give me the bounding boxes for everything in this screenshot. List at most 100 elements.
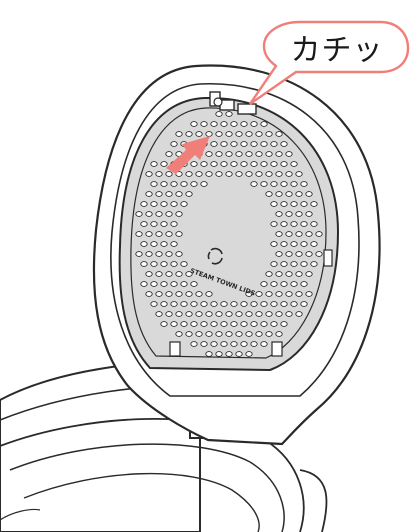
perforation-hole bbox=[296, 212, 302, 217]
perforation-hole bbox=[306, 252, 312, 257]
perforation-hole bbox=[161, 162, 167, 167]
perforation-hole bbox=[281, 142, 287, 147]
perforation-hole bbox=[261, 282, 267, 287]
perforation-hole bbox=[211, 142, 217, 147]
perforation-hole bbox=[156, 232, 162, 237]
perforation-hole bbox=[176, 192, 182, 197]
perforation-hole bbox=[171, 222, 177, 227]
perforation-hole bbox=[171, 242, 177, 247]
perforation-hole bbox=[276, 272, 282, 277]
perforation-hole bbox=[216, 152, 222, 157]
perforation-hole bbox=[226, 352, 232, 357]
perforation-hole bbox=[191, 162, 197, 167]
perforation-hole bbox=[276, 192, 282, 197]
perforation-hole bbox=[161, 242, 167, 247]
perforation-hole bbox=[251, 342, 257, 347]
perforation-hole bbox=[186, 132, 192, 137]
perforation-hole bbox=[251, 182, 257, 187]
perforation-hole bbox=[136, 212, 142, 217]
perforation-hole bbox=[286, 152, 292, 157]
perforation-hole bbox=[231, 142, 237, 147]
perforation-hole bbox=[271, 142, 277, 147]
perforation-hole bbox=[266, 312, 272, 317]
perforation-hole bbox=[296, 172, 302, 177]
perforation-hole bbox=[286, 312, 292, 317]
perforation-hole bbox=[281, 202, 287, 207]
perforation-hole bbox=[241, 322, 247, 327]
perforation-hole bbox=[181, 182, 187, 187]
perforation-hole bbox=[176, 312, 182, 317]
perforation-hole bbox=[156, 272, 162, 277]
perforation-hole bbox=[166, 272, 172, 277]
perforation-hole bbox=[261, 182, 267, 187]
perforation-hole bbox=[186, 192, 192, 197]
perforation-hole bbox=[301, 222, 307, 227]
perforation-hole bbox=[241, 342, 247, 347]
perforation-hole bbox=[186, 292, 192, 297]
perforation-hole bbox=[261, 322, 267, 327]
callout-text: カチッ bbox=[282, 22, 392, 72]
perforation-hole bbox=[146, 292, 152, 297]
perforation-hole bbox=[291, 242, 297, 247]
perforation-hole bbox=[231, 162, 237, 167]
perforation-hole bbox=[271, 182, 277, 187]
perforation-hole bbox=[166, 292, 172, 297]
perforation-hole bbox=[301, 262, 307, 267]
perforation-hole bbox=[281, 162, 287, 167]
perforation-hole bbox=[291, 302, 297, 307]
perforation-hole bbox=[206, 352, 212, 357]
perforation-hole bbox=[246, 152, 252, 157]
perforation-hole bbox=[141, 242, 147, 247]
perforation-hole bbox=[226, 112, 232, 117]
perforation-hole bbox=[176, 292, 182, 297]
perforation-hole bbox=[171, 142, 177, 147]
perforation-hole bbox=[146, 252, 152, 257]
perforation-hole bbox=[146, 192, 152, 197]
perforation-hole bbox=[236, 332, 242, 337]
perforation-hole bbox=[281, 182, 287, 187]
perforation-hole bbox=[306, 212, 312, 217]
perforation-hole bbox=[226, 132, 232, 137]
perforation-hole bbox=[156, 252, 162, 257]
perforation-hole bbox=[206, 312, 212, 317]
perforation-hole bbox=[181, 302, 187, 307]
perforation-hole bbox=[176, 132, 182, 137]
perforation-hole bbox=[231, 322, 237, 327]
perforation-hole bbox=[176, 252, 182, 257]
perforation-hole bbox=[171, 182, 177, 187]
perforation-hole bbox=[161, 202, 167, 207]
hinge-clip-right bbox=[272, 342, 282, 356]
perforation-hole bbox=[286, 272, 292, 277]
perforation-hole bbox=[221, 322, 227, 327]
perforation-hole bbox=[161, 322, 167, 327]
perforation-hole bbox=[161, 182, 167, 187]
perforation-hole bbox=[181, 202, 187, 207]
perforation-hole bbox=[226, 312, 232, 317]
perforation-hole bbox=[221, 302, 227, 307]
perforation-hole bbox=[291, 162, 297, 167]
perforation-hole bbox=[216, 312, 222, 317]
perforation-hole bbox=[206, 152, 212, 157]
perforation-hole bbox=[256, 152, 262, 157]
perforation-hole bbox=[271, 202, 277, 207]
perforation-hole bbox=[176, 232, 182, 237]
perforation-hole bbox=[286, 232, 292, 237]
perforation-hole bbox=[156, 192, 162, 197]
perforation-hole bbox=[146, 232, 152, 237]
perforation-hole bbox=[171, 262, 177, 267]
perforation-hole bbox=[286, 172, 292, 177]
perforation-hole bbox=[241, 162, 247, 167]
perforation-hole bbox=[276, 212, 282, 217]
perforation-hole bbox=[306, 232, 312, 237]
perforation-hole bbox=[176, 272, 182, 277]
perforation-hole bbox=[221, 122, 227, 127]
perforation-hole bbox=[236, 152, 242, 157]
perforation-hole bbox=[186, 332, 192, 337]
perforation-hole bbox=[211, 342, 217, 347]
perforation-hole bbox=[291, 182, 297, 187]
perforation-hole bbox=[231, 302, 237, 307]
perforation-hole bbox=[231, 342, 237, 347]
perforation-hole bbox=[156, 172, 162, 177]
perforation-hole bbox=[251, 142, 257, 147]
